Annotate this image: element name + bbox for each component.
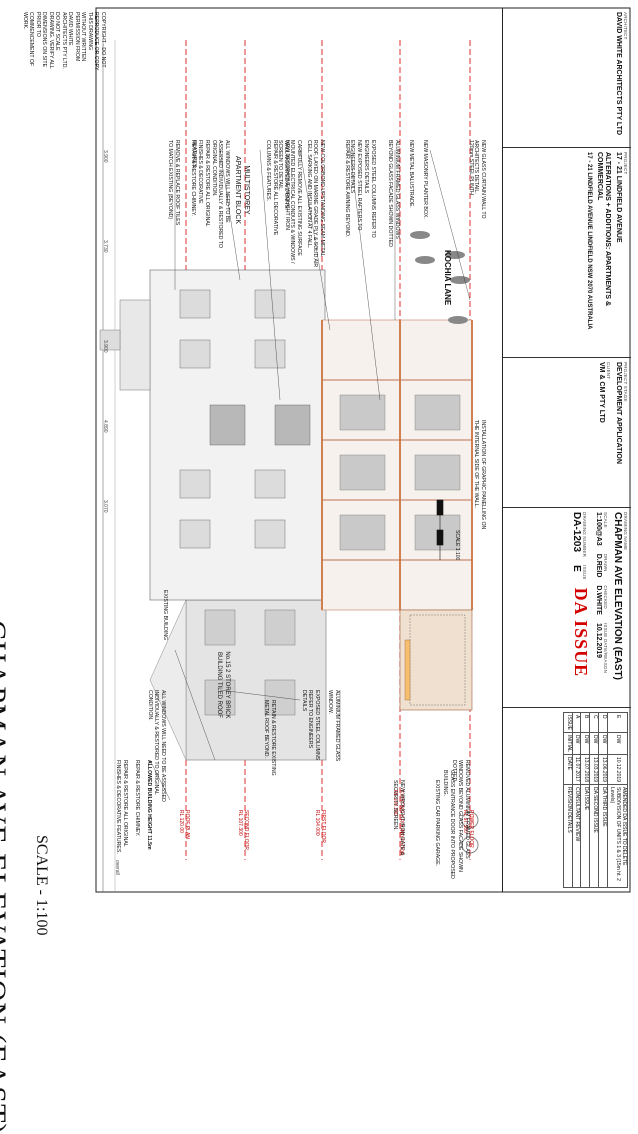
dimension: 3.900 — [102, 340, 108, 353]
note: CAREFULLY REMOVE ALL EXISTING SURFACE MO… — [283, 140, 302, 264]
note: NEW COLORBOND UPSTANDING SEAM METAL ROOF… — [306, 140, 325, 268]
ground-floor-entry — [399, 609, 473, 711]
level-first-floor: FIRST FLOOR RL 104.000 — [314, 810, 326, 843]
revision-cell: C — [589, 712, 599, 733]
note: ALUMINIUM FRAMED GLASS WINDOW. — [327, 690, 341, 762]
leader-lines — [149, 149, 471, 801]
revision-cell: AMENDED DA ISSUE TO DELETE SUBDIVISION O… — [607, 784, 628, 888]
revision-cell: 13.03.2019 — [589, 754, 599, 785]
people-figures — [410, 231, 479, 854]
revision-cell: B — [581, 712, 590, 733]
note: REPAIR & RESTORE ALL ORIGINAL FINISHES &… — [115, 760, 129, 854]
heritage-facade — [99, 269, 326, 601]
existing-building-no15 — [149, 599, 327, 761]
revision-cell: DA ISSUE — [581, 784, 590, 888]
note: INSTALLATION OF GRAPHIC PANELLING ON THE… — [473, 420, 487, 530]
note: ALL WINDOWS WILL NEED TO BE ASSESSED IND… — [211, 140, 230, 248]
revision-cell: CONSULTANT REVIEW — [572, 784, 581, 888]
note: ALUMINIUM FRAMED GLASS WINDOWS BEYOND GL… — [387, 140, 401, 247]
title-block: ARCHITECT DAVID WHITE ARCHITECTS PTY LTD… — [502, 8, 631, 892]
note: REMOVED ALUMINIUM FRAMED GLASS WINDOWS B… — [451, 760, 470, 872]
note: NEW GLASS CURTAIN WALL TO ARCHITECTS DET… — [473, 140, 487, 219]
note: MULTISTOREY APARTMENT BLOCK — [234, 155, 250, 225]
drawing-sheet: COPYRIGHT - DO NOT REPRODUCE OR COPY THI… — [0, 7, 631, 1134]
note: NEW EXPOSED STEEL RAFTERS TO ENGINEERS D… — [349, 140, 363, 231]
scale-bar-label: SCALE 1:100 — [454, 530, 460, 561]
note: EXPOSED STEEL COLUMNS REFER TO ENGINEERS… — [363, 140, 377, 238]
revision-cell: DW — [598, 732, 608, 755]
revision-cell: D — [598, 712, 608, 733]
note: EXISTING BUILDING — [162, 590, 168, 641]
note: REPAIR & RESTORE ALL ORIGINAL FINISHES &… — [191, 140, 210, 227]
revision-cell: DA THIRD ISSUE — [598, 784, 608, 888]
note: RETAIN & RESTORE EXISTING METAL ROOF BEY… — [263, 700, 277, 776]
note: EXPOSED STEEL COLUMNS REFER TO ENGINEERS… — [301, 690, 320, 761]
revision-cell: A — [572, 712, 581, 733]
revision-cell: DW — [607, 732, 628, 755]
tb-project: PROJECT 17 - 21 LINDFIELD AVENUE ALTERAT… — [503, 148, 631, 358]
note: NEW MASONRY PLANTER BOX. — [422, 140, 428, 219]
note: EXISTING CAR PARKING GARAGE. — [434, 780, 440, 867]
note: NEW METAL BALUSTRADE. — [408, 140, 414, 208]
glass-curtain-wall — [321, 319, 473, 611]
revision-cell: DA SECOND ISSUE — [589, 784, 599, 888]
level-roof: ROOF PLAN RL 120.00 — [178, 810, 190, 839]
copyright-note: COPYRIGHT - DO NOT REPRODUCE OR COPY THI… — [22, 12, 106, 71]
da-issue-stamp: DA ISSUE — [571, 587, 592, 678]
dimension: 4.890 — [102, 420, 108, 433]
dimension: 3.730 — [102, 240, 108, 253]
dimension: 3.900 — [102, 150, 108, 163]
revision-cell: DW — [572, 732, 581, 755]
note: No.15 2 STOREY BRICK BUILDING TILED ROOF — [216, 651, 231, 719]
note: ALL WINDOWS WILL NEED TO BE ASSESSED IND… — [147, 690, 166, 802]
revision-cell: DW — [581, 732, 590, 755]
note: REPAIR & RESTORE CHIMNEY. — [134, 760, 140, 837]
street-label: KOCHIA LANE — [443, 250, 452, 306]
revision-cell: 10.12.2019 — [607, 754, 628, 785]
revision-cell: 11.07.2017 — [572, 754, 581, 785]
revision-cell: 13.06.2019 — [598, 754, 608, 785]
tb-drawing: DRAWING NAME CHAPMAN AVE ELEVATION (EAST… — [503, 508, 631, 708]
title-block-content: ARCHITECT DAVID WHITE ARCHITECTS PTY LTD… — [503, 8, 631, 892]
note: REMOVE & REPLACE ROOF TILES TO MATCH EXI… — [167, 140, 181, 226]
drawing-title: CHAPMAN AVE ELEVATION (EAST) — [0, 620, 12, 1134]
revision-cell: DW — [589, 732, 599, 755]
drawing-scale: SCALE - 1:100 — [33, 835, 50, 936]
note: NEW WROUGHT IRON GATE & SECURITY SCREEN. — [392, 780, 406, 856]
revision-cell: 13.07.2018 — [581, 754, 590, 785]
tb-stage: PROJECT STAGE DEVELOPMENT APPLICATION CL… — [503, 358, 631, 508]
scale-bar — [436, 499, 444, 560]
revision-cell: E — [607, 712, 628, 733]
level-second-floor: SECOND FLOOR RL 107.300 — [237, 810, 249, 851]
dimension: 3.070 — [102, 500, 108, 513]
elevation-drawing — [95, 7, 631, 893]
tb-architect: ARCHITECT DAVID WHITE ARCHITECTS PTY LTD — [503, 8, 631, 148]
